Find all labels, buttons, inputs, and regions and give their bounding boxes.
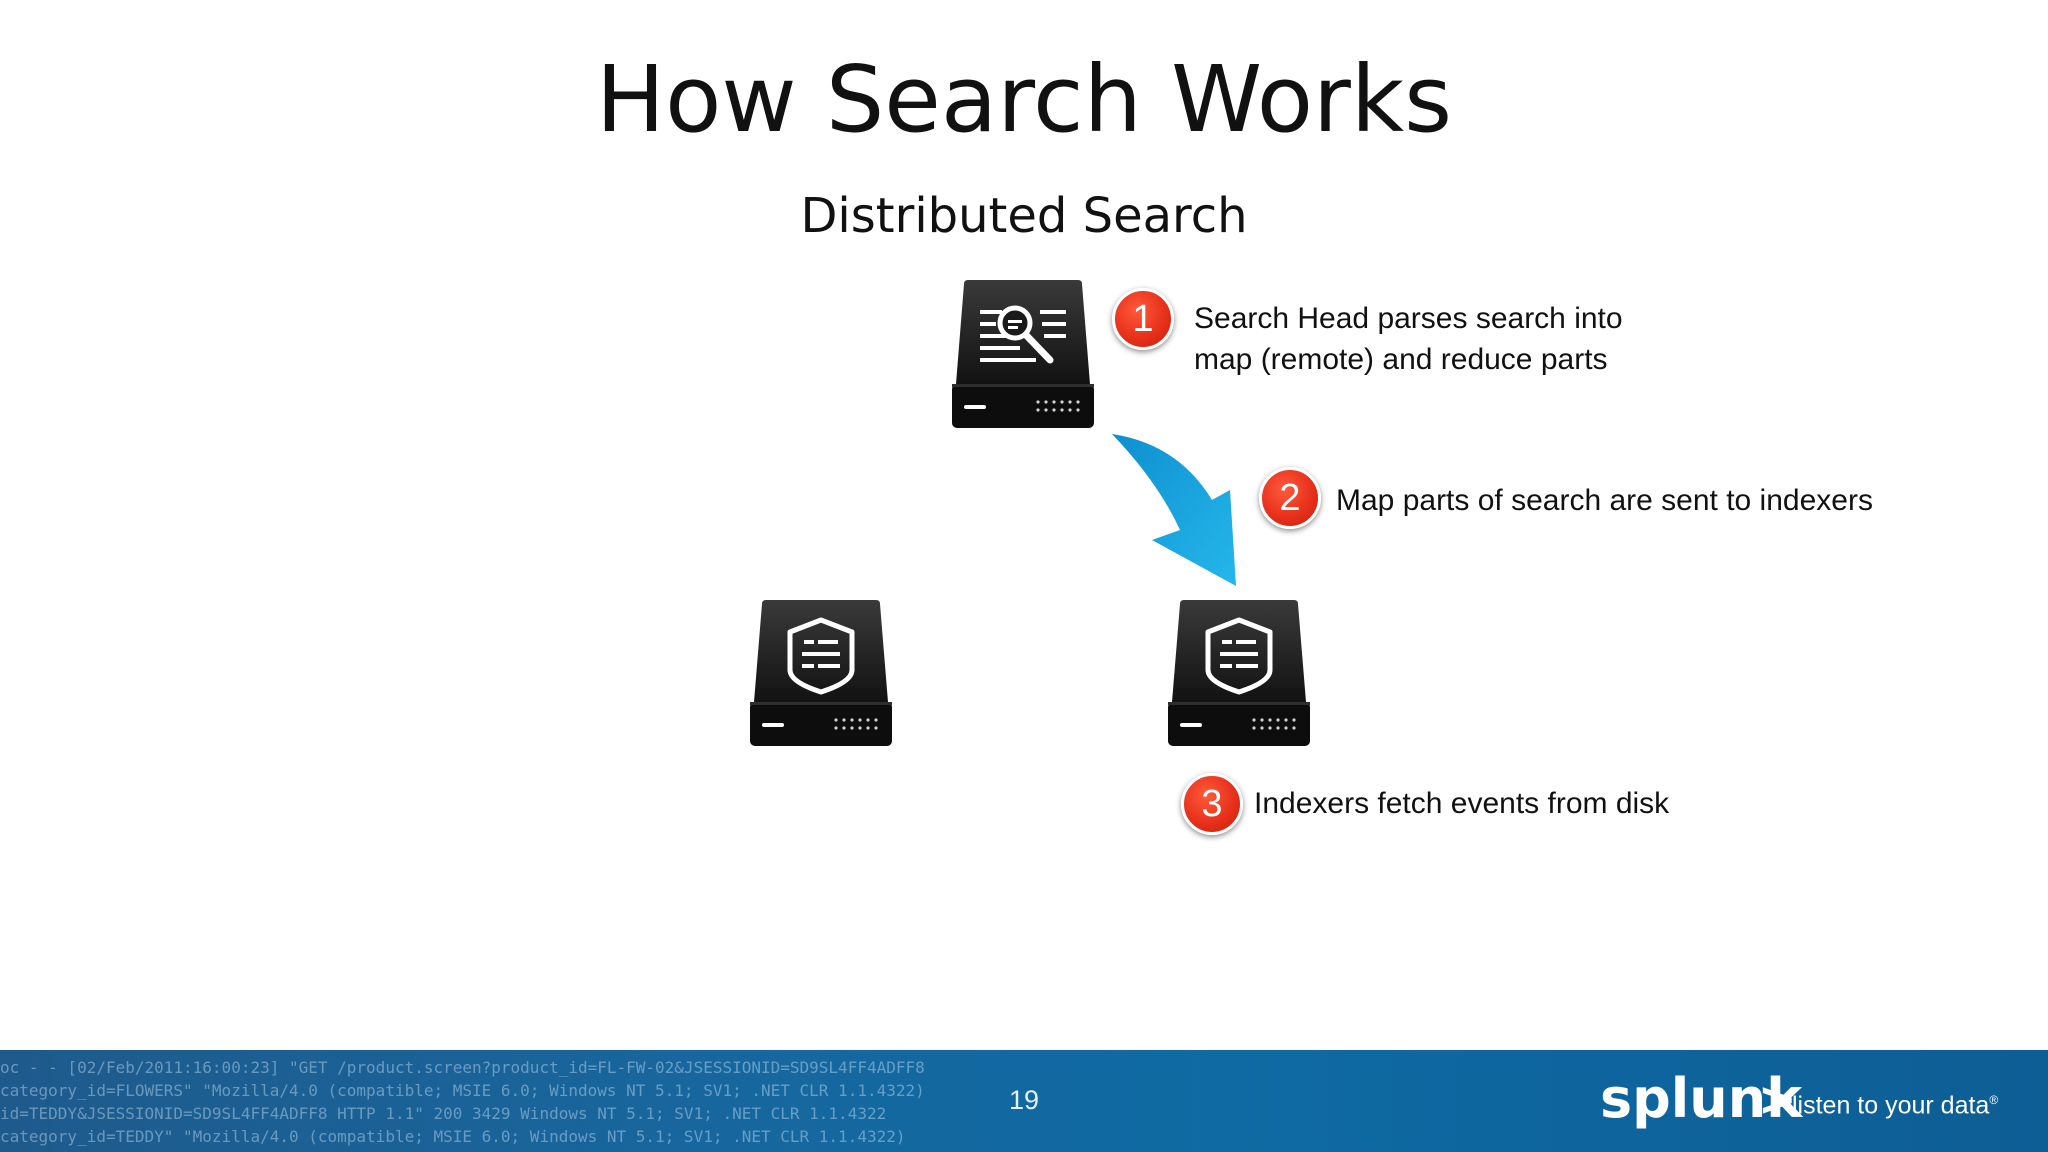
splunk-chevron-icon: > (1758, 1072, 1797, 1126)
footer-log-line: oc - - [02/Feb/2011:16:00:23] "GET /prod… (0, 1058, 925, 1077)
step-1-badge: 1 (1112, 288, 1174, 350)
slide-title: How Search Works (595, 46, 1453, 153)
footer-log-line: category_id=FLOWERS" "Mozilla/4.0 (compa… (0, 1081, 925, 1100)
indexer-server-icon (750, 600, 892, 746)
step-2-description: Map parts of search are sent to indexers (1336, 480, 1873, 521)
step-3-description: Indexers fetch events from disk (1254, 783, 1669, 824)
flow-arrow-icon (1112, 434, 1236, 586)
indexer-server-icon (1168, 600, 1310, 746)
step-2-badge: 2 (1259, 467, 1321, 529)
step-3-badge: 3 (1181, 773, 1243, 835)
trademark-mark: ® (1989, 1093, 1999, 1107)
slide-subtitle: Distributed Search (800, 188, 1248, 244)
splunk-logo: splunk (1600, 1067, 1803, 1130)
step-1-line-2: map (remote) and reduce parts (1194, 343, 1608, 376)
step-1-line-1: Search Head parses search into (1194, 302, 1623, 335)
brand-tagline-text: listen to your data (1792, 1091, 1990, 1120)
step-2-line-1: Map parts of search are sent to indexers (1336, 484, 1873, 517)
page-number: 19 (1008, 1085, 1040, 1115)
step-3-line-1: Indexers fetch events from disk (1254, 787, 1670, 820)
footer-log-background: oc - - [02/Feb/2011:16:00:23] "GET /prod… (0, 1056, 925, 1152)
brand-tagline: listen to your data® (1792, 1084, 1998, 1121)
footer-log-line: category_id=TEDDY" "Mozilla/4.0 (compati… (0, 1127, 906, 1146)
search-head-server-icon (952, 280, 1094, 428)
step-1-description: Search Head parses search into map (remo… (1194, 298, 1623, 380)
footer-log-line: id=TEDDY&JSESSIONID=SD9SL4FF4ADFF8 HTTP … (0, 1104, 887, 1123)
footer-band: oc - - [02/Feb/2011:16:00:23] "GET /prod… (0, 1050, 2048, 1152)
